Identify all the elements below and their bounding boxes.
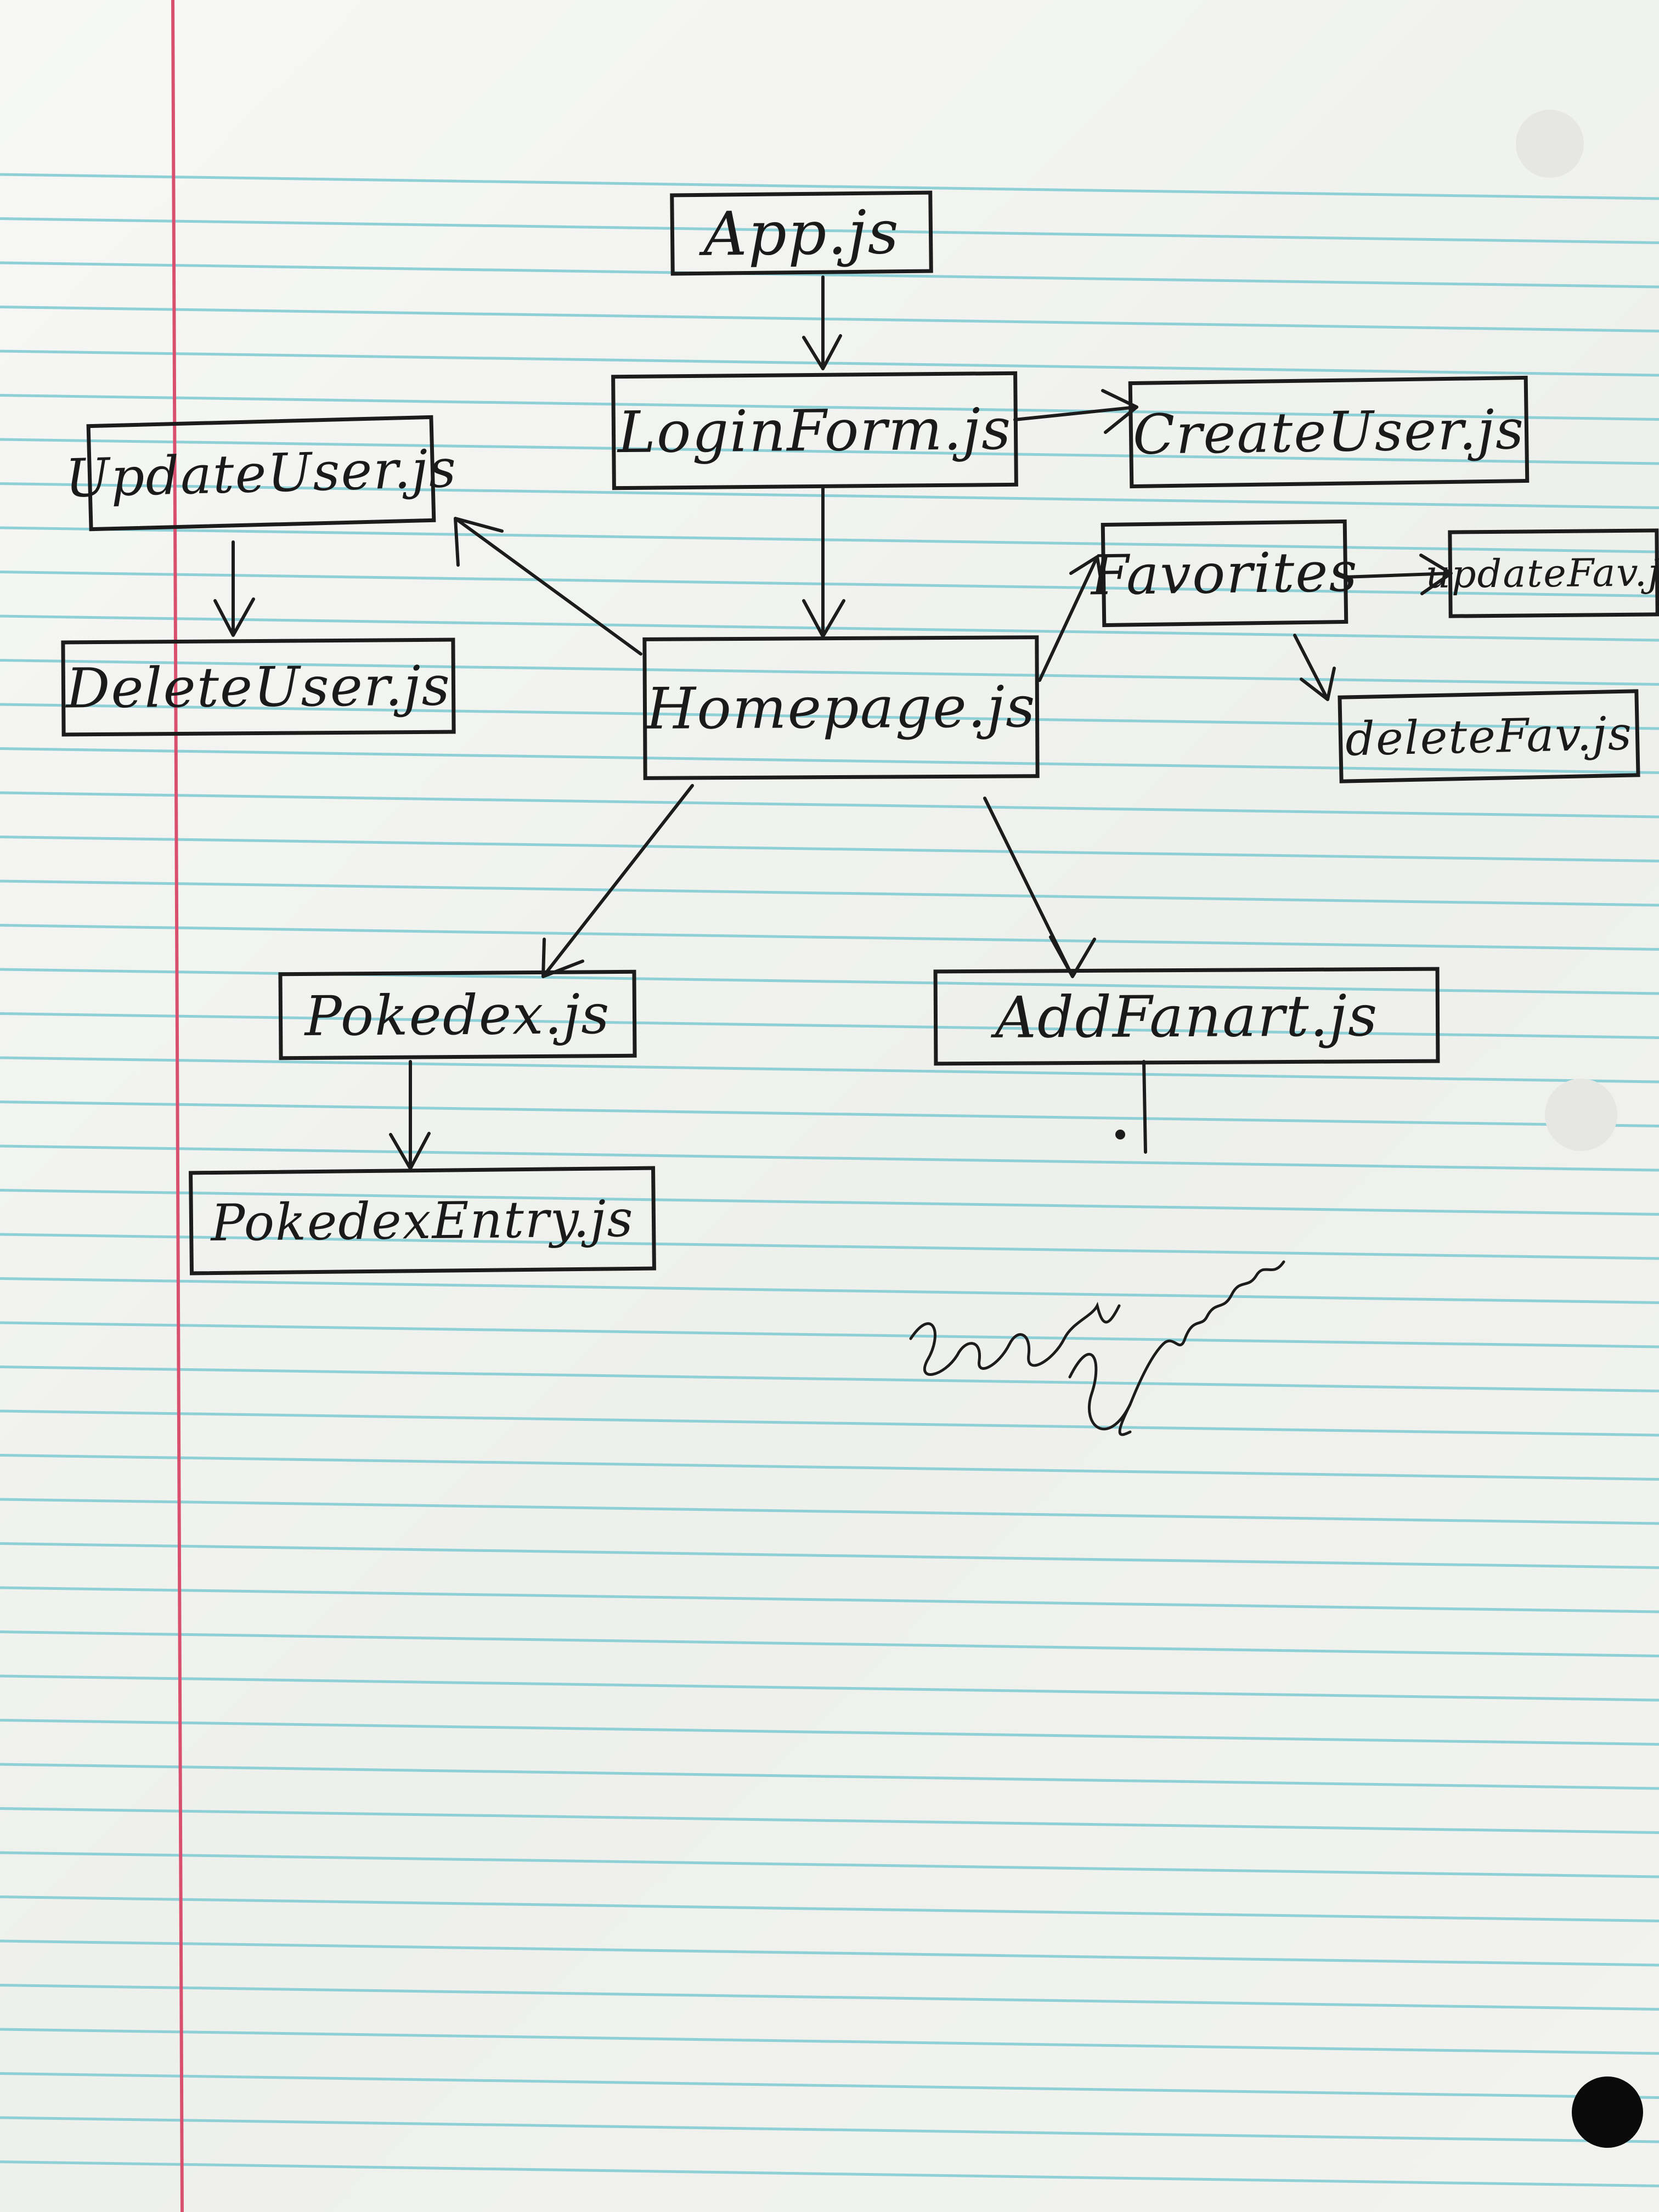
- arrow-favorites-to-deletefav: [1293, 634, 1336, 701]
- ruled-line: [0, 2116, 1659, 2143]
- node-updateuser-label: UpdateUser.js: [64, 437, 458, 509]
- ruled-line: [0, 394, 1659, 421]
- node-pokedex: Pokedex.js: [278, 969, 637, 1060]
- arrow-pokedex-to-pokedexentry: [389, 1060, 431, 1170]
- ruled-line: [0, 2072, 1659, 2099]
- node-pokedex-label: Pokedex.js: [304, 981, 611, 1048]
- ruled-line: [0, 306, 1659, 332]
- ruled-line: [0, 1719, 1659, 1746]
- ruled-line: [0, 1233, 1659, 1260]
- ruled-line: [0, 261, 1659, 289]
- ruled-lines: [0, 173, 1659, 2187]
- ruled-line: [0, 1144, 1659, 1172]
- signature: [909, 1260, 1285, 1436]
- node-favorites: Favorites: [1091, 519, 1358, 628]
- signature-stroke-2: [1068, 1260, 1285, 1431]
- arrows: [213, 275, 1453, 1170]
- ruled-line: [0, 879, 1659, 907]
- node-addfanart-label: AddFanart.js: [995, 981, 1379, 1051]
- ink-dot: [1115, 1130, 1125, 1139]
- ruled-line: [0, 1807, 1659, 1834]
- ruled-line: [0, 703, 1659, 730]
- ruled-line: [0, 571, 1659, 597]
- ruled-line: [0, 1939, 1659, 1967]
- node-updatefav-label: updateFav.js: [1425, 549, 1659, 597]
- node-favorites-label: Favorites: [1090, 539, 1359, 607]
- ruled-line: [0, 1498, 1659, 1525]
- margin-line: [171, 0, 184, 2212]
- ruled-line: [0, 1056, 1659, 1084]
- arrow-app-to-loginform: [802, 275, 842, 370]
- ruled-line: [0, 217, 1659, 244]
- signature-stroke-3: [1118, 1403, 1132, 1436]
- binder-hole-middle: [1545, 1079, 1617, 1151]
- ruled-line: [0, 1189, 1659, 1216]
- ruled-line: [0, 173, 1659, 200]
- node-updateuser: UpdateUser.js: [65, 415, 458, 532]
- node-loginform-label: LoginForm.js: [617, 395, 1012, 466]
- node-app-label: App.js: [703, 197, 900, 269]
- ruled-line: [0, 1012, 1659, 1039]
- ruled-line: [0, 2028, 1659, 2055]
- node-deletefav: deleteFav.js: [1338, 689, 1640, 783]
- ruled-line: [0, 924, 1659, 951]
- ruled-line: [0, 747, 1659, 774]
- addfanart-stub-line: [1142, 1060, 1147, 1154]
- node-addfanart: AddFanart.js: [933, 967, 1440, 1066]
- ruled-line: [0, 968, 1659, 995]
- ruled-line: [0, 349, 1659, 377]
- ruled-line: [0, 438, 1659, 465]
- binder-hole-bottom: [1572, 2076, 1643, 2148]
- node-homepage-label: Homepage.js: [646, 673, 1036, 742]
- ruled-line: [0, 1365, 1659, 1392]
- node-homepage: Homepage.js: [642, 635, 1040, 780]
- node-deleteuser-label: DeleteUser.js: [65, 653, 452, 721]
- ruled-line: [0, 1763, 1659, 1790]
- binder-hole-top: [1516, 110, 1584, 178]
- node-deleteuser: DeleteUser.js: [61, 637, 456, 737]
- arrow-homepage-to-addfanart: [983, 797, 1096, 978]
- arrow-favorites-to-updatefav: [1342, 554, 1453, 595]
- node-createuser: CreateUser.js: [1128, 375, 1530, 489]
- signature-stroke-1: [909, 1301, 1121, 1376]
- ruled-line: [0, 1454, 1659, 1481]
- arrow-loginform-to-createuser: [1013, 389, 1138, 434]
- node-createuser-label: CreateUser.js: [1132, 397, 1525, 467]
- ruled-line: [0, 1321, 1659, 1348]
- arrow-loginform-to-homepage: [802, 487, 845, 638]
- ruled-line: [0, 1674, 1659, 1702]
- node-updatefav: updateFav.js: [1425, 528, 1659, 618]
- node-app: App.js: [670, 190, 933, 276]
- ruled-line: [0, 2160, 1659, 2187]
- node-loginform: LoginForm.js: [611, 371, 1018, 490]
- ruled-line: [0, 1895, 1659, 1922]
- ruled-line: [0, 659, 1659, 686]
- arrow-homepage-to-updateuser: [454, 517, 642, 656]
- ruled-line: [0, 1409, 1659, 1437]
- ruled-line: [0, 1984, 1659, 2011]
- ruled-line: [0, 836, 1659, 862]
- ruled-line: [0, 1542, 1659, 1569]
- arrow-homepage-to-favorites: [1038, 555, 1104, 682]
- node-pokedexentry: PokedexEntry.js: [189, 1166, 656, 1276]
- ruled-line: [0, 1277, 1659, 1304]
- ruled-line: [0, 1101, 1659, 1127]
- ruled-line: [0, 1630, 1659, 1657]
- ruled-line: [0, 526, 1659, 554]
- node-pokedexentry-label: PokedexEntry.js: [210, 1189, 635, 1252]
- arrow-homepage-to-pokedex: [541, 784, 694, 978]
- ruled-line: [0, 791, 1659, 819]
- arrow-updateuser-to-deleteuser: [213, 540, 255, 637]
- ruled-line: [0, 1586, 1659, 1613]
- ruled-line: [0, 1851, 1659, 1878]
- node-deletefav-label: deleteFav.js: [1345, 706, 1633, 766]
- ruled-line: [0, 482, 1659, 509]
